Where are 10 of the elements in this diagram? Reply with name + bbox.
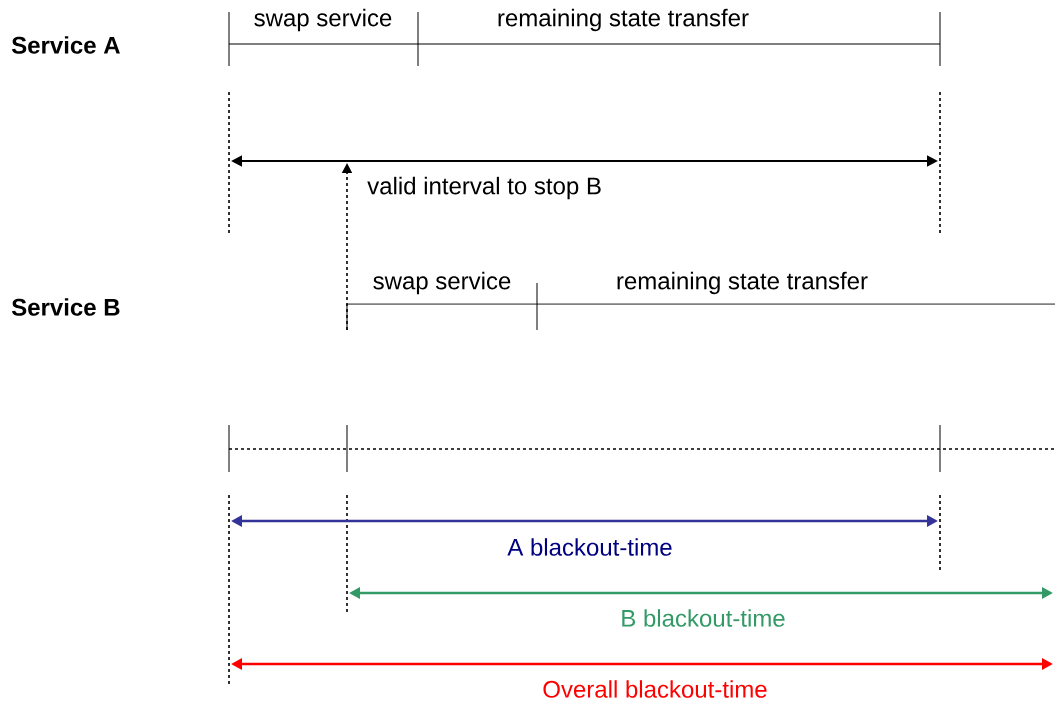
phase-label: swap service <box>254 8 392 32</box>
duration-label: Overall blackout-time <box>543 680 767 698</box>
duration-label: B blackout-time <box>622 609 785 627</box>
interval-label: valid interval to stop B <box>367 176 601 200</box>
phase-label: remaining state transfer <box>617 271 868 295</box>
service-label: Service A <box>11 36 120 54</box>
service-label: Service B <box>11 298 120 316</box>
duration-label: A blackout-time <box>507 538 672 556</box>
phase-label: remaining state transfer <box>498 8 749 32</box>
phase-label: swap service <box>373 271 511 295</box>
